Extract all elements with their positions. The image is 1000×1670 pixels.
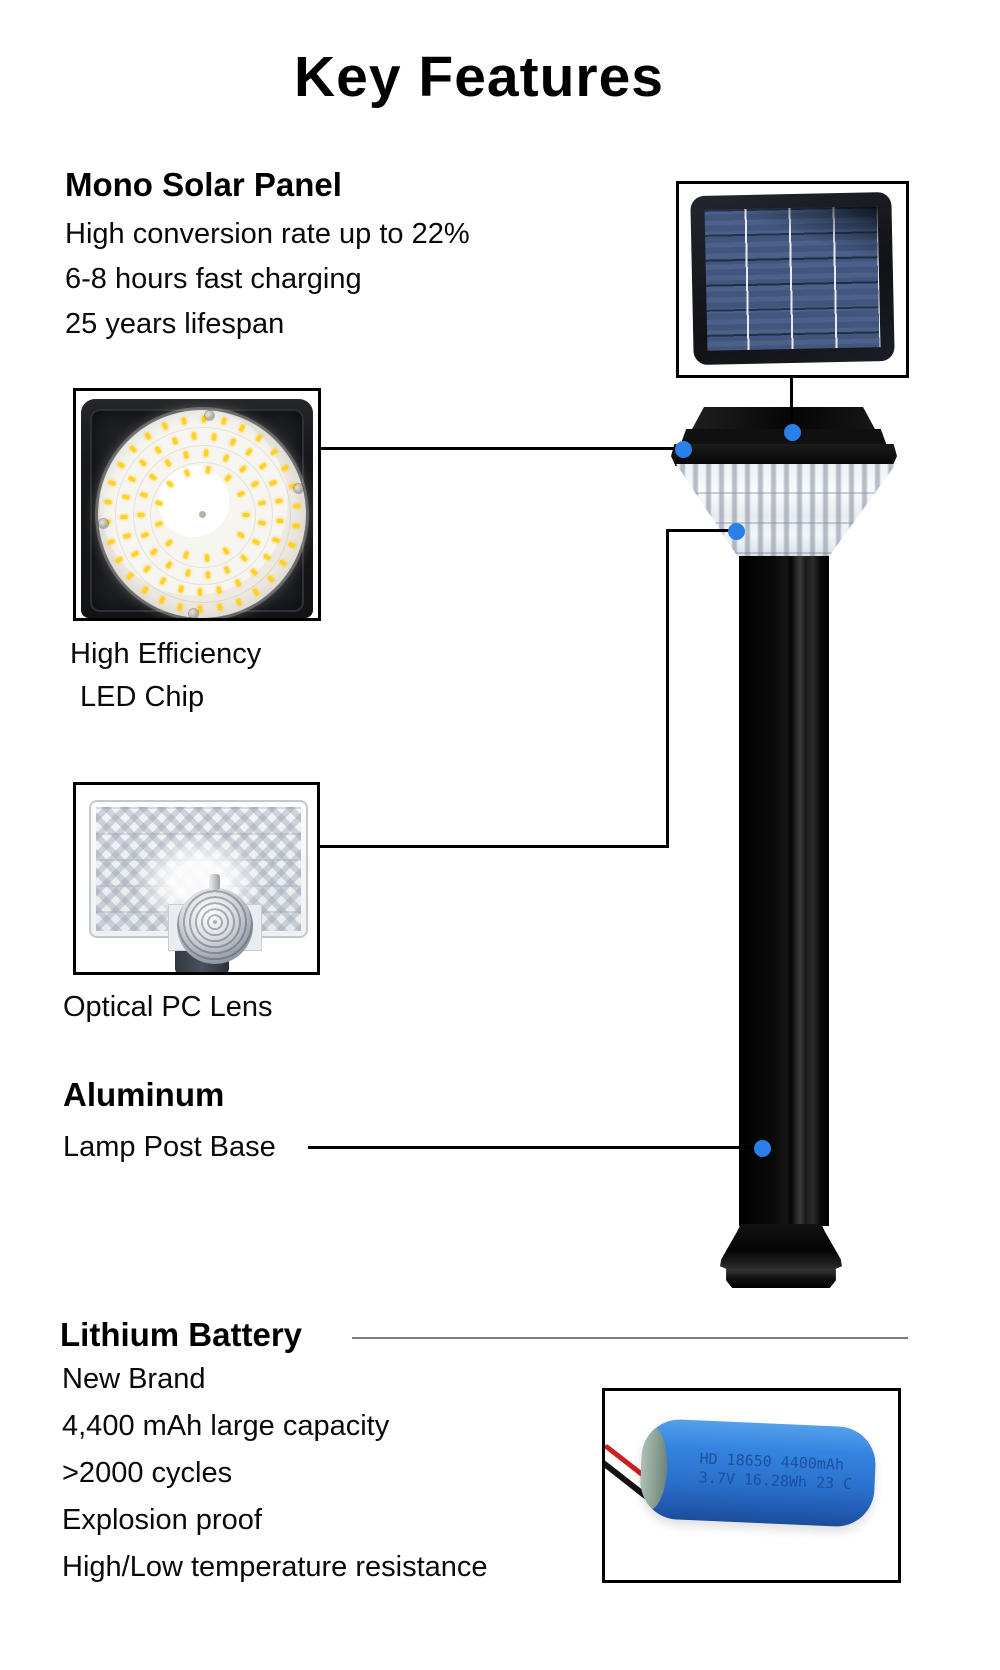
led-dot [143,432,152,441]
battery-feature-5: High/Low temperature resistance [62,1551,488,1583]
solar-panel-photo-box [676,181,909,378]
led-dot [211,433,217,441]
led-dot [292,503,301,509]
lens-cone-tip [209,874,220,890]
led-dot [269,447,278,456]
led-dot [242,512,250,517]
battery-heading: Lithium Battery [60,1316,303,1353]
led-dot [252,587,260,596]
battery-feature-3: >2000 cycles [62,1457,233,1489]
connector-line-lens-bottom [318,845,669,848]
led-plate-screw [99,518,109,528]
led-plate-screw [293,484,303,494]
callout-dot-solar [784,424,801,441]
led-caption-line2: LED Chip [80,681,205,713]
led-chip-photo-box [73,388,321,621]
led-dot [281,464,290,472]
led-dot [158,595,165,605]
callout-dot-base [754,1140,771,1157]
led-dot [107,538,116,545]
led-plate-screw [189,608,199,618]
lamp-crystal-lens [676,464,896,558]
battery-feature-list: New Brand 4,400 mAh large capacity >2000… [62,1356,488,1591]
battery-endcap [638,1425,669,1511]
callout-dot-lens [728,523,745,540]
led-dot [205,571,211,579]
led-circular-plate [98,410,306,618]
led-dot [103,499,112,505]
led-dot [203,449,209,457]
led-ring-outline [115,427,291,603]
led-dot [191,432,197,441]
led-dot [126,572,135,580]
led-dot [220,417,227,426]
lens-reflector-cone [177,888,253,964]
led-dot [128,445,137,453]
led-dot [235,597,243,606]
led-dot [204,554,209,562]
led-plate-screw [204,411,214,421]
led-dot [161,422,169,431]
led-dot [197,588,203,596]
led-dot [276,518,284,524]
solar-panel-image [690,191,895,366]
solar-panel-heading: Mono Solar Panel [65,166,342,203]
lamp-post-base [720,1224,842,1288]
lamp-post-column [739,556,829,1226]
solar-panel-feature-list: High conversion rate up to 22% 6-8 hours… [65,212,470,347]
pc-lens-photo-box [73,782,320,975]
solar-feature-2: 6-8 hours fast charging [65,263,362,295]
aluminum-heading: Aluminum [63,1076,225,1113]
led-dot [279,559,288,567]
led-dot [267,575,276,583]
led-dot [120,514,128,520]
led-ring-outline [133,445,273,585]
solar-cells-grid [704,206,881,351]
led-dot [137,512,145,517]
led-dot [217,603,223,612]
lamp-cap-molding [680,429,887,446]
aluminum-subheading: Lamp Post Base [63,1131,276,1163]
connector-line-solar [790,377,793,434]
battery-feature-2: 4,400 mAh large capacity [62,1410,390,1442]
lens-rim [89,800,308,964]
solar-feature-3: 25 years lifespan [65,308,285,340]
lamp-cap-top [691,407,876,431]
connector-line-lens-vertical [666,529,669,848]
connector-line-led [320,447,684,450]
callout-dot-led [675,441,692,458]
page-title: Key Features [293,45,664,109]
led-dot [198,605,203,613]
battery-divider-line [352,1337,908,1339]
battery-photo-box: HD 18650 4400mAh 3.7V 16.28Wh 23 C [602,1388,901,1583]
solar-feature-1: High conversion rate up to 22% [65,218,470,250]
lens-caption: Optical PC Lens [63,991,273,1023]
connector-line-lens-top [666,529,738,532]
led-caption-line1: High Efficiency [70,638,262,670]
led-dot [140,585,149,594]
led-dot [181,416,187,425]
connector-line-base [308,1146,764,1149]
battery-feature-1: New Brand [62,1363,206,1395]
led-dot [116,461,125,469]
lamp-cap-flange [671,444,897,466]
led-dot [239,423,246,432]
led-dot [255,434,264,443]
battery-pack-image: HD 18650 4400mAh 3.7V 16.28Wh 23 C [638,1417,878,1529]
battery-feature-4: Explosion proof [62,1504,262,1536]
led-dot [287,542,296,549]
led-ring-outline [150,462,256,568]
led-dot [292,523,300,529]
led-dot [114,556,123,564]
led-dot [177,602,184,611]
led-dot [108,479,117,486]
led-chip-image [81,399,313,618]
